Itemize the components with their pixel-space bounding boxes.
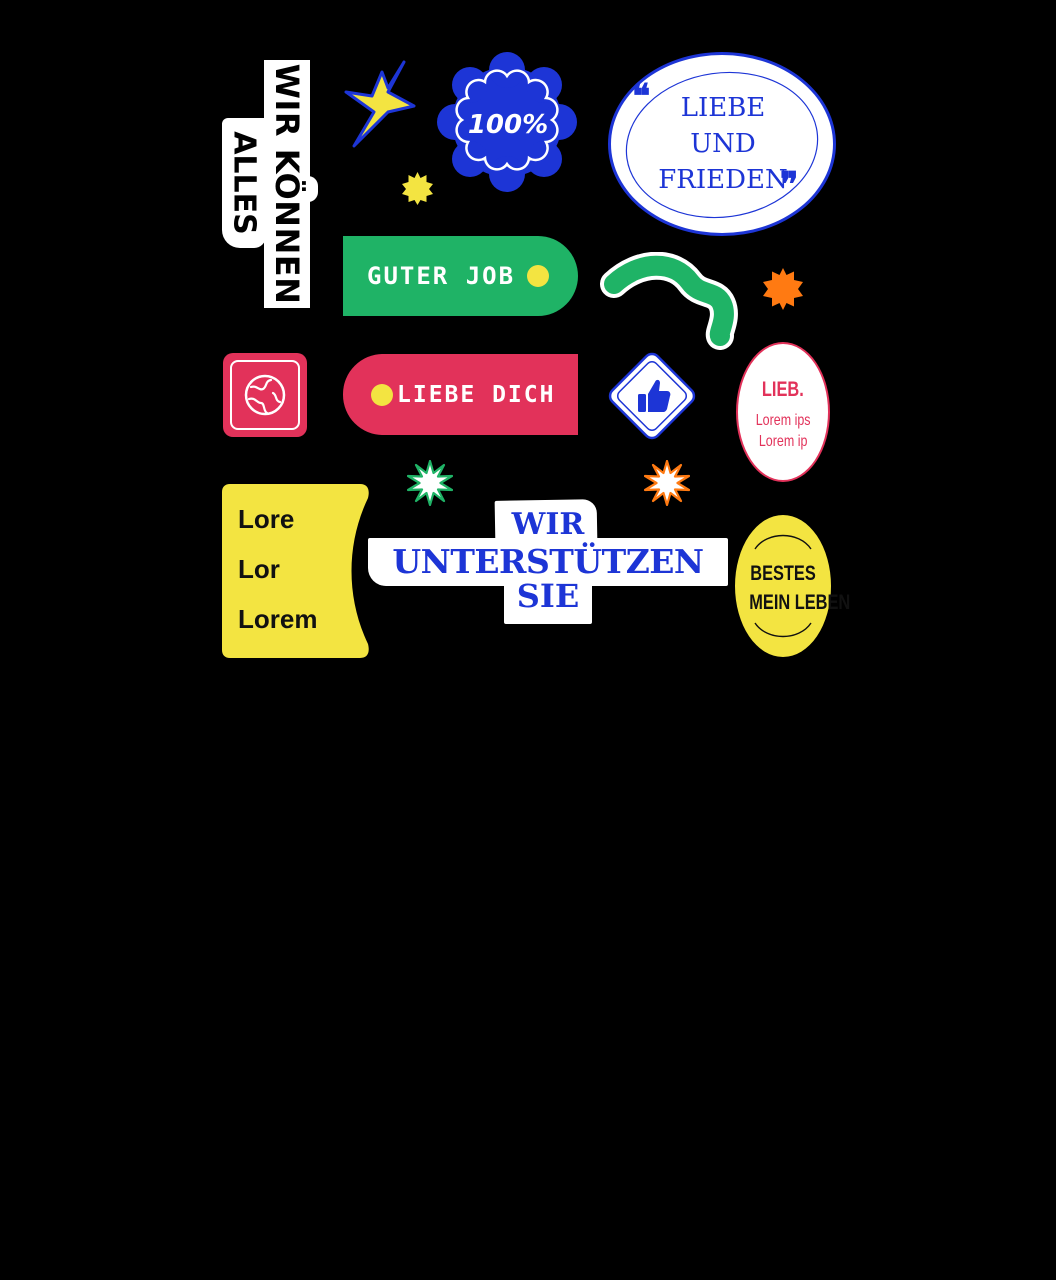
globe-sticker — [223, 353, 307, 437]
lieb-title: LIEB. — [762, 378, 804, 401]
hundred-percent-badge: 100% — [437, 52, 577, 192]
bestes-line-1: BESTES — [750, 562, 816, 585]
sie-band — [504, 578, 592, 624]
und-line: UND — [690, 129, 756, 159]
yellow-dot-icon — [527, 265, 550, 287]
bestes-line-2: MEIN LEBEN — [749, 591, 851, 614]
lorem-line-2: Lor — [238, 554, 280, 584]
globe-icon — [244, 374, 286, 416]
thumbs-up-icon — [638, 379, 671, 412]
yellow-dot-icon — [371, 383, 393, 406]
globe-tile-frame — [230, 360, 300, 430]
wir-koennen-sticker: WIR KÖNNEN — [264, 60, 310, 308]
lieb-oval-sticker: LIEB. Lorem ips Lorem ip — [736, 342, 830, 482]
wir-koennen-text: WIR KÖNNEN — [268, 63, 306, 305]
orange-star-icon — [644, 460, 690, 506]
lieb-line-2: Lorem ip — [758, 433, 808, 450]
lorem-line-1: Lore — [238, 504, 295, 534]
liebe-frieden-text: LIEBE UND FRIEDEN — [640, 90, 806, 198]
sie-text: SIE — [516, 577, 580, 615]
liebe-frieden-inner-ring — [625, 71, 819, 219]
orange-seal-icon — [763, 268, 803, 310]
yellow-starburst-icon — [344, 60, 416, 148]
small-yellow-seal-icon — [402, 172, 433, 205]
frieden-line: FRIEDEN — [658, 165, 788, 195]
quote-close-icon: ❞ — [780, 165, 799, 205]
alles-text: ALLES — [226, 131, 262, 235]
green-squiggle-icon — [600, 252, 738, 350]
hundred-text: 100% — [468, 110, 548, 140]
alles-sticker: ALLES — [222, 118, 266, 248]
liebe-dich-sticker: LIEBE DICH — [343, 354, 578, 435]
bestes-oval-sticker: BESTES MEIN LEBEN — [735, 515, 850, 657]
guter-job-text: GUTER JOB — [367, 262, 516, 290]
wir-text: WIR — [511, 507, 585, 542]
bestes-arcs — [754, 534, 812, 638]
liebe-dich-text: LIEBE DICH — [397, 381, 556, 408]
thumbs-up-sticker — [608, 352, 696, 440]
liebe-frieden-oval — [608, 52, 836, 236]
lieb-line-1: Lorem ips — [755, 412, 811, 429]
guter-job-sticker: GUTER JOB — [343, 236, 578, 316]
lorem-card: Lore Lor Lorem — [222, 484, 370, 658]
liebe-line: LIEBE — [680, 93, 766, 123]
lorem-line-3: Lorem — [238, 604, 318, 634]
unterstuetzen-text: UNTERSTÜTZEN — [392, 542, 704, 581]
white-star-icon — [407, 460, 453, 506]
quote-open-icon: ❝ — [632, 77, 651, 117]
lorem-card-shape — [222, 484, 369, 658]
